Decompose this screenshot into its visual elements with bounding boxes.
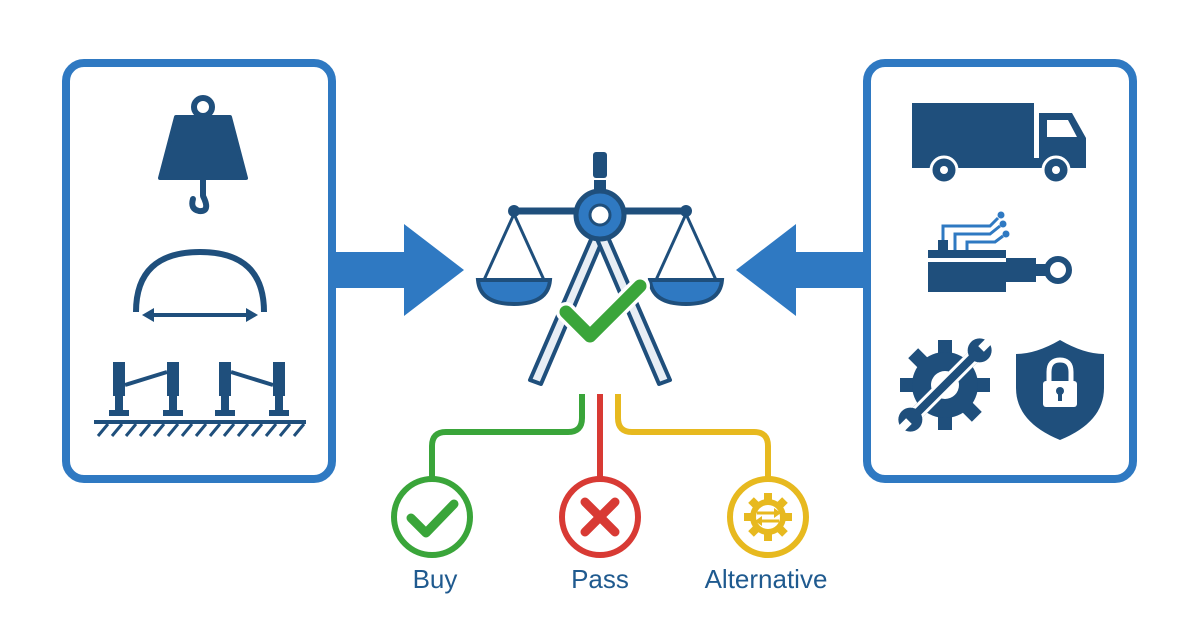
cross-icon — [580, 497, 620, 537]
truck-icon — [912, 103, 1086, 185]
alternative-outcome — [727, 476, 809, 558]
alternative-connector-line — [615, 394, 771, 478]
left-panel — [62, 59, 336, 483]
left-pointing-arrow — [736, 224, 864, 316]
buy-connector-line — [429, 394, 585, 478]
swap-gear-icon — [744, 493, 792, 541]
alternative-label: Alternative — [704, 564, 828, 594]
weight-hook-icon — [158, 95, 248, 215]
span-arc-icon — [133, 248, 267, 322]
security-shield-icon — [1016, 340, 1104, 440]
right-pointing-arrow — [336, 224, 464, 316]
buy-label: Buy — [412, 564, 458, 594]
pass-outcome — [559, 476, 641, 558]
support-legs-icon — [94, 362, 306, 437]
approval-check-mark — [559, 279, 647, 343]
buy-outcome — [391, 476, 473, 558]
pass-label: Pass — [571, 564, 629, 594]
gear-wrench-icon — [897, 337, 993, 433]
check-icon — [406, 499, 459, 538]
hydraulic-cylinder-icon — [928, 211, 1072, 292]
